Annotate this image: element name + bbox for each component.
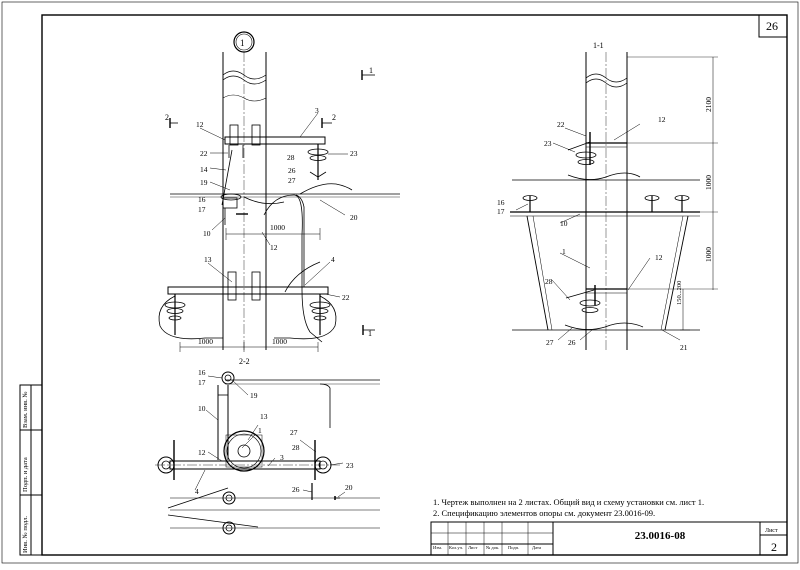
callout-labels: 1 1 2 2 1 12 3 22 14 19 16 17 10 1000 12…: [165, 38, 713, 496]
document-code: 23.0016-08: [634, 530, 686, 542]
note-2: 2. Спецификацию элементов опоры см. доку…: [433, 508, 656, 518]
cut-mark-1-top: 1: [369, 66, 373, 75]
callout-28-b: 28: [292, 443, 300, 452]
callout-28-c: 28: [545, 277, 553, 286]
plan-view-2-2: [155, 371, 380, 535]
callout-27-b: 27: [290, 428, 298, 437]
callout-4-b: 4: [195, 487, 199, 496]
dim-1000-a: 1000: [270, 223, 285, 232]
callout-22-a: 22: [200, 149, 208, 158]
title-block: [430, 521, 788, 556]
callout-23-b: 23: [346, 461, 354, 470]
tb-sheet: Лист: [468, 545, 478, 550]
callout-12-b: 12: [270, 243, 278, 252]
dim-150-200: 150...200: [676, 281, 683, 305]
stamp-replacement-inv: Взам. инв. №: [22, 391, 29, 428]
callout-13-a: 13: [204, 255, 212, 264]
main-view: [158, 31, 400, 352]
callout-20-a: 20: [350, 213, 358, 222]
callout-10-a: 10: [203, 229, 211, 238]
stamp-original-inv: Инв. № подл.: [22, 515, 29, 553]
callout-26-a: 26: [288, 166, 296, 175]
callout-12-d: 12: [658, 115, 666, 124]
callout-1-a: 1: [258, 426, 262, 435]
side-stamp: [19, 384, 43, 556]
dim-2100: 2100: [704, 97, 713, 112]
callout-17-c: 17: [497, 207, 505, 216]
callout-17-a: 17: [198, 205, 206, 214]
stamp-signature-date: Подп. и дата: [22, 457, 29, 492]
callout-3-b: 3: [280, 453, 284, 462]
corner-page-number: 26: [766, 19, 778, 33]
callout-14: 14: [200, 165, 208, 174]
callout-12-a: 12: [196, 120, 204, 129]
callout-28-a: 28: [287, 153, 295, 162]
callout-22-b: 22: [342, 293, 350, 302]
cut-mark-2-left: 2: [165, 113, 169, 122]
callout-26-b: 26: [292, 485, 300, 494]
callout-1-b: 1: [562, 247, 566, 256]
tb-signature: Подп.: [508, 545, 520, 550]
dim-1000-c: 1000: [272, 337, 287, 346]
callout-10-c: 10: [560, 219, 568, 228]
drawing-notes: 1. Чертеж выполнен на 2 листах. Общий ви…: [433, 497, 704, 519]
callout-12-c: 12: [198, 448, 206, 457]
callout-23-a: 23: [350, 149, 358, 158]
tb-count: Кол.уч.: [449, 545, 463, 550]
callout-19-a: 19: [200, 178, 208, 187]
sheet-number: 2: [771, 540, 777, 554]
note-1: 1. Чертеж выполнен на 2 листах. Общий ви…: [433, 497, 705, 507]
callout-4-a: 4: [331, 255, 335, 264]
tb-doc-no: № док.: [486, 545, 500, 550]
callout-16-c: 16: [497, 198, 505, 207]
corner-box: [758, 14, 788, 38]
callout-16-b: 16: [198, 368, 206, 377]
callout-20-b: 20: [345, 483, 353, 492]
section-2-2-title: 2-2: [239, 357, 250, 366]
dim-1000-e: 1000: [704, 247, 713, 262]
callout-10-b: 10: [198, 404, 206, 413]
sheet-label: Лист: [765, 528, 778, 534]
main-view-number: 1: [240, 38, 245, 48]
section-1-1-title: 1-1: [593, 41, 604, 50]
callout-3-a: 3: [315, 106, 319, 115]
callout-22-c: 22: [557, 120, 565, 129]
callout-26-c: 26: [568, 338, 576, 347]
section-view-1-1: [510, 52, 718, 350]
callout-19-b: 19: [250, 391, 258, 400]
tb-date: Дата: [532, 545, 541, 550]
callout-21: 21: [680, 343, 688, 352]
callout-12-e: 12: [655, 253, 663, 262]
callout-13-b: 13: [260, 412, 268, 421]
inner-frame: [41, 14, 788, 556]
cut-mark-2-right: 2: [332, 113, 336, 122]
callout-27-c: 27: [546, 338, 554, 347]
cut-mark-1-bottom: 1: [368, 329, 372, 338]
callout-17-b: 17: [198, 378, 206, 387]
dim-1000-b: 1000: [198, 337, 213, 346]
tb-change: Изм.: [433, 545, 442, 550]
dim-1000-d: 1000: [704, 175, 713, 190]
callout-23-c: 23: [544, 139, 552, 148]
callout-27-a: 27: [288, 176, 296, 185]
callout-16-a: 16: [198, 195, 206, 204]
